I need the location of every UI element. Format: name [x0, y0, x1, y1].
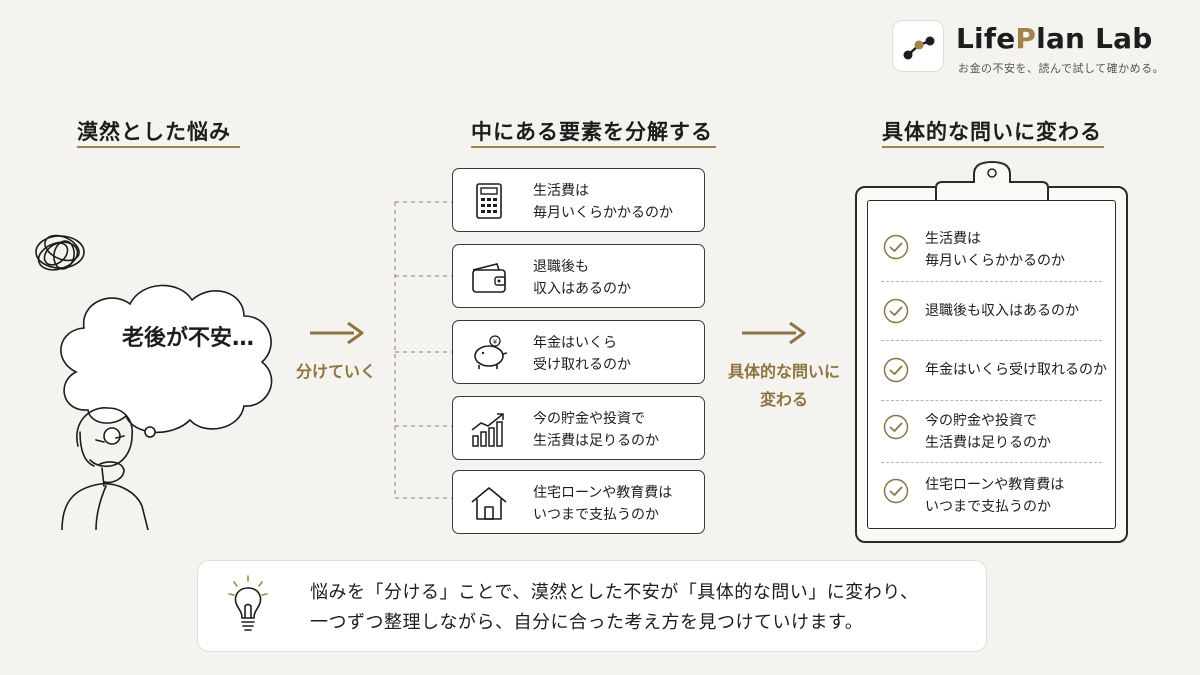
checklist-line2: 毎月いくらかかるのか [925, 253, 1065, 269]
factor-line1: 住宅ローンや教育費は [533, 485, 673, 501]
checklist-line2: いつまで支払うのか [925, 499, 1051, 515]
arrow-label-transform: 具体的な問いに 変わる [712, 358, 856, 414]
checklist-line1: 退職後も収入はあるのか [925, 303, 1079, 319]
factor-line1: 年金はいくら [533, 335, 617, 351]
checklist-item: 住宅ローンや教育費は いつまで支払うのか [867, 462, 1116, 522]
note-line1: 悩みを「分ける」ことで、漠然とした不安が「具体的な問い」に変わり、 [310, 582, 919, 603]
factor-line2: いつまで支払うのか [533, 507, 659, 523]
factor-line1: 今の貯金や投資で [533, 411, 645, 427]
checklist-item: 生活費は 毎月いくらかかるのか [867, 218, 1116, 278]
factor-card: 退職後も 収入はあるのか [452, 244, 705, 308]
person-icon [61, 407, 149, 530]
clipboard-paper [867, 200, 1116, 529]
heading-concrete-questions: 具体的な問いに変わる [882, 120, 1102, 144]
checklist-item: 年金はいくら受け取れるのか [867, 341, 1116, 401]
checklist-divider [881, 400, 1102, 401]
check-circle-icon [883, 357, 909, 383]
thought-bubble [60, 284, 273, 434]
wallet-icon [472, 263, 506, 293]
factor-card: 今の貯金や投資で 生活費は足りるのか [452, 396, 705, 460]
factor-card: 住宅ローンや教育費は いつまで支払うのか [452, 470, 705, 534]
checklist-line1: 生活費は [925, 231, 981, 247]
summary-note [197, 560, 987, 652]
lightbulb-icon [228, 575, 268, 631]
logo-mark [892, 20, 944, 72]
logo-network-icon [903, 36, 935, 60]
worry-bubble-text: 老後が不安… [121, 326, 254, 351]
logo-title: LifePlan Lab [956, 22, 1153, 55]
check-circle-icon [883, 414, 909, 440]
factor-line2: 収入はあるのか [533, 281, 631, 297]
checklist-divider [881, 340, 1102, 341]
heading-vague-worry: 漠然とした悩み [77, 120, 231, 144]
check-circle-icon [883, 478, 909, 504]
note-line2: 一つずつ整理しながら、自分に合った考え方を見つけていけます。 [310, 612, 864, 633]
heading-underline [471, 146, 716, 148]
checklist-line2: 生活費は足りるのか [925, 435, 1051, 451]
factor-line1: 生活費は [533, 183, 589, 199]
checklist-divider [881, 281, 1102, 282]
checklist-item: 退職後も収入はあるのか [867, 282, 1116, 342]
factor-line1: 退職後も [533, 259, 589, 275]
dashed-connector [394, 201, 452, 499]
logo-subtitle: お金の不安を、読んで試して確かめる。 [958, 62, 1165, 75]
factor-line2: 毎月いくらかかるのか [533, 205, 673, 221]
checklist-line1: 今の貯金や投資で [925, 413, 1037, 429]
check-circle-icon [883, 298, 909, 324]
factor-line2: 生活費は足りるのか [533, 433, 659, 449]
checklist-line1: 住宅ローンや教育費は [925, 477, 1065, 493]
checklist-divider [881, 462, 1102, 463]
check-circle-icon [883, 234, 909, 260]
arrow-right-icon [742, 321, 806, 345]
heading-decompose: 中にある要素を分解する [471, 120, 713, 144]
factor-card: ¥ 年金はいくら 受け取れるのか [452, 320, 705, 384]
heading-underline [882, 146, 1104, 148]
scribble-icon [35, 234, 85, 271]
checklist-item: 今の貯金や投資で 生活費は足りるのか [867, 398, 1116, 458]
piggy-bank-icon: ¥ [474, 335, 508, 369]
factor-card: 生活費は 毎月いくらかかるのか [452, 168, 705, 232]
arrow-right-icon [310, 321, 364, 345]
arrow-label-split: 分けていく [295, 362, 376, 381]
clipboard-clip-icon [935, 160, 1049, 203]
worried-person-illustration [35, 234, 273, 530]
checklist-line1: 年金はいくら受け取れるのか [925, 362, 1107, 378]
house-icon [471, 487, 507, 520]
summary-note-text: 悩みを「分ける」ことで、漠然とした不安が「具体的な問い」に変わり、 一つずつ整理… [310, 578, 950, 638]
heading-underline [77, 146, 240, 148]
factor-line2: 受け取れるのか [533, 357, 631, 373]
svg-text:¥: ¥ [493, 338, 498, 346]
arrow-label-line1: 具体的な問いに [727, 362, 840, 381]
calculator-icon [476, 183, 502, 219]
arrow-label-line2: 変わる [759, 390, 808, 409]
growth-chart-icon [471, 413, 504, 447]
